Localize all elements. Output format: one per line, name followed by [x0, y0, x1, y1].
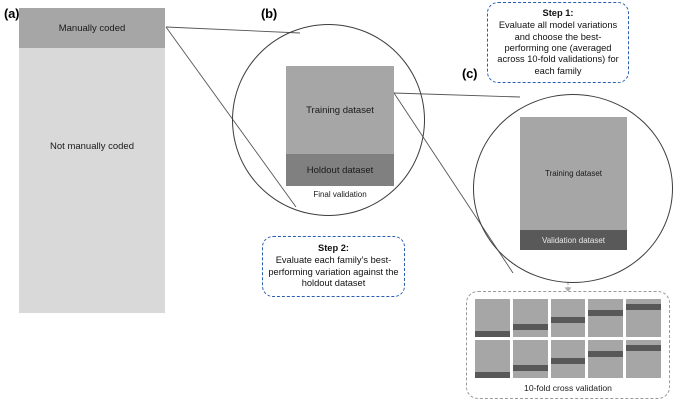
kfold-cross-validation-panel: 10-fold cross validation — [466, 291, 670, 399]
fold-validation-band — [550, 358, 586, 365]
fold-validation-band — [626, 303, 661, 310]
final-validation-caption: Final validation — [313, 190, 367, 199]
fold-cell — [588, 299, 624, 337]
segment-validation-dataset: Validation dataset — [520, 230, 627, 250]
segment-holdout-dataset-label: Holdout dataset — [306, 164, 374, 176]
segment-manually-coded-label: Manually coded — [58, 22, 126, 34]
segment-validation-dataset-label: Validation dataset — [541, 235, 605, 245]
panel-b-magnifier-circle — [232, 24, 425, 216]
callout-step-1: Step 1: Evaluate all model variations an… — [487, 2, 629, 83]
fold-validation-band — [550, 317, 586, 324]
fold-validation-band — [512, 365, 548, 372]
fold-validation-band — [512, 324, 548, 331]
fold-validation-band — [475, 330, 510, 337]
panel-label-a: (a) — [4, 6, 20, 21]
fold-cell — [475, 299, 510, 337]
segment-manually-coded: Manually coded — [19, 8, 165, 48]
kfold-grid — [475, 299, 661, 378]
segment-training-dataset-c-label: Training dataset — [544, 169, 603, 178]
panel-a-corpus-bar: Manually coded Not manually coded — [19, 8, 165, 313]
fold-cell — [550, 299, 586, 337]
callout-step-1-title: Step 1: — [542, 8, 574, 18]
panel-label-c: (c) — [462, 66, 478, 81]
fold-validation-band — [588, 310, 624, 317]
segment-not-manually-coded-label: Not manually coded — [50, 141, 134, 152]
fold-validation-band — [588, 351, 624, 358]
fold-cell — [512, 340, 548, 378]
panel-c-dataset-bar: Training dataset Validation dataset — [520, 117, 627, 250]
callout-step-2-body: Evaluate each family’s best-performing v… — [268, 255, 399, 288]
fold-cell — [626, 340, 661, 378]
fold-validation-band — [475, 371, 510, 378]
segment-training-dataset-c: Training dataset — [520, 117, 627, 230]
segment-training-dataset-b: Training dataset — [286, 66, 394, 154]
panel-b-dataset-bar: Training dataset Holdout dataset — [286, 66, 394, 186]
fold-validation-band — [626, 344, 661, 351]
callout-step-2: Step 2: Evaluate each family’s best-perf… — [262, 236, 405, 297]
kfold-caption: 10-fold cross validation — [524, 383, 612, 393]
fold-cell — [475, 340, 510, 378]
callout-step-1-body: Evaluate all model variations and choose… — [497, 20, 619, 76]
fold-cell — [588, 340, 624, 378]
fold-cell — [626, 299, 661, 337]
panel-c-magnifier-circle — [473, 94, 673, 283]
callout-step-2-title: Step 2: — [318, 243, 349, 253]
fold-cell — [550, 340, 586, 378]
segment-not-manually-coded: Not manually coded — [19, 48, 165, 313]
panel-label-b: (b) — [261, 6, 277, 21]
segment-holdout-dataset: Holdout dataset — [286, 154, 394, 186]
segment-training-dataset-b-label: Training dataset — [306, 104, 374, 116]
fold-cell — [512, 299, 548, 337]
